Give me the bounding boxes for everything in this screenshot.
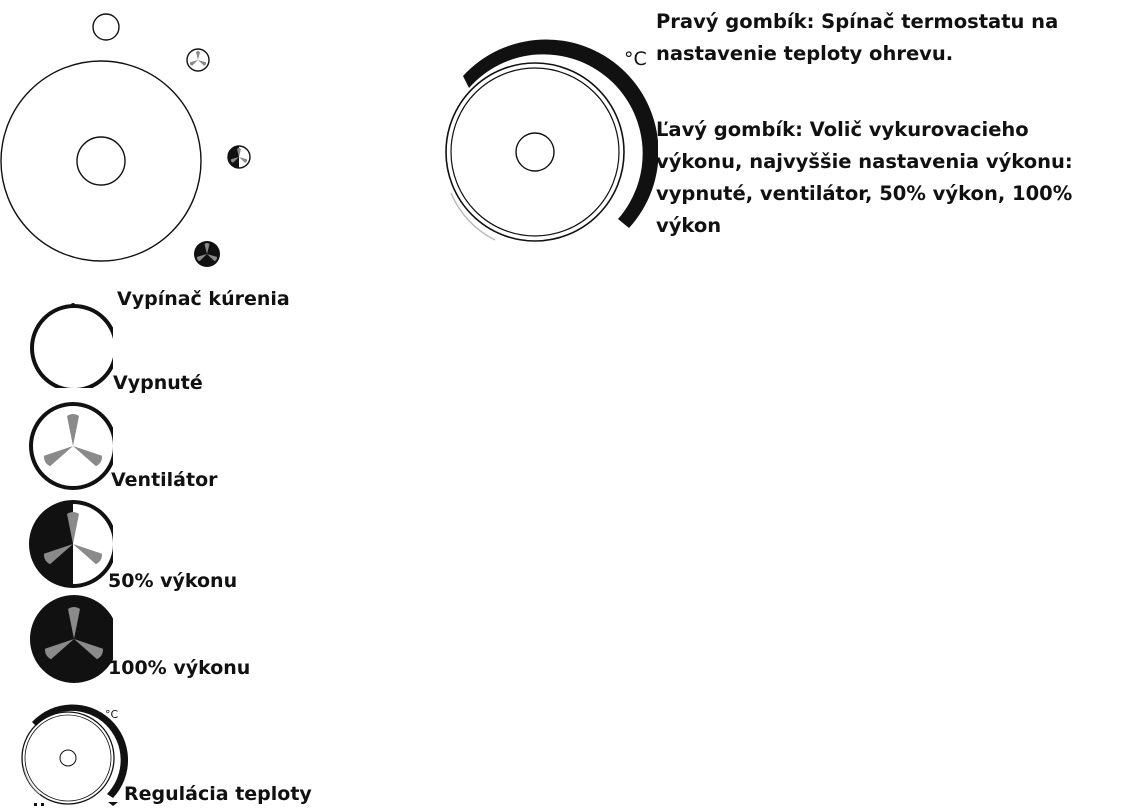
legend-half-power-label: 50% výkonu	[108, 570, 238, 592]
full-power-position-icon	[194, 241, 220, 267]
temperature-scale-wedge-icon	[463, 39, 658, 228]
power-selector-knob-center	[76, 136, 126, 186]
left-knob-description-line: vypnuté, ventilátor, 50% výkon, 100%	[656, 182, 1073, 205]
legend-fan-label: Ventilátor	[111, 469, 218, 491]
thermostat-scale-faint-arc	[450, 192, 496, 241]
thermostat-dial-inner-ring	[450, 67, 620, 237]
right-knob-description: Pravý gombík: Spínač termostatu na nasta…	[656, 6, 1118, 70]
off-position-icon	[92, 13, 120, 41]
fan-position-icon	[186, 48, 210, 72]
legend-thermostat-icon	[21, 704, 129, 806]
legend-full-power-icon	[30, 595, 113, 683]
legend-off-icon	[30, 303, 113, 388]
legend-full-power-label: 100% výkonu	[108, 657, 251, 679]
power-selector-dial	[0, 60, 202, 262]
left-knob-description-line: výkonu, najvyššie nastavenia výkonu:	[656, 150, 1073, 173]
legend-fan-icon	[29, 402, 113, 490]
right-knob-description-line: Pravý gombík: Spínač termostatu na	[656, 10, 1059, 33]
legend-title: Vypínač kúrenia	[117, 288, 290, 310]
left-knob-description: Ľavý gombík: Volič vykurovacieho výkonu,…	[656, 114, 1118, 242]
legend-thermostat-unit-label: °C	[105, 708, 119, 721]
left-knob-description-line: Ľavý gombík: Volič vykurovacieho	[656, 118, 1029, 141]
right-knob-description-line: nastavenie teploty ohrevu.	[656, 42, 954, 65]
power-selector-knob-diagram	[0, 13, 251, 267]
thermostat-dial-outer-ring	[445, 62, 625, 242]
legend-temperature-label: Regulácia teploty	[124, 783, 312, 805]
legend-half-power-icon	[29, 500, 113, 588]
thermostat-unit-label: °C	[624, 48, 647, 70]
legend-off-label: Vypnuté	[113, 372, 203, 394]
left-knob-description-line: výkon	[656, 214, 722, 237]
thermostat-knob-center	[515, 132, 555, 172]
thermostat-knob-diagram	[445, 39, 658, 242]
half-power-position-icon	[227, 145, 251, 169]
